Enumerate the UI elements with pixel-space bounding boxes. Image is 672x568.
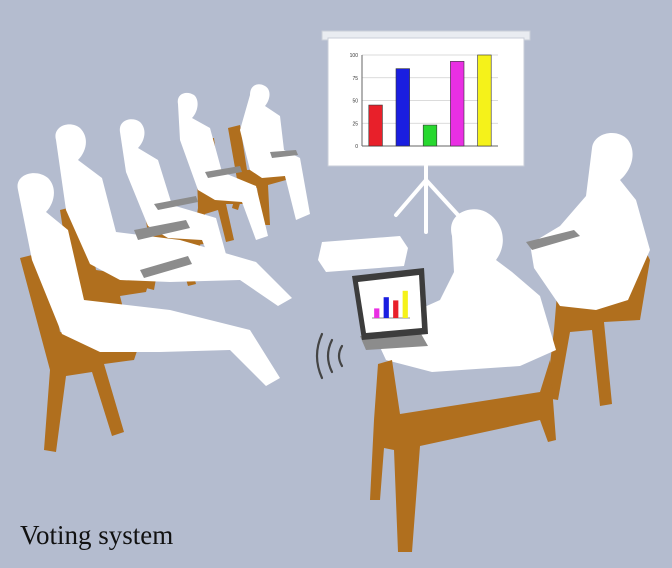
projector-body — [318, 236, 408, 272]
silhouette — [177, 92, 268, 240]
person-front-right — [352, 209, 556, 552]
laptop-screen — [358, 275, 422, 333]
person-back-3 — [177, 92, 268, 246]
laptop-bar — [393, 300, 399, 318]
handheld-keypad — [140, 256, 192, 278]
handheld-keypad — [205, 166, 242, 178]
projector-chart: 0 25 50 75 100 — [350, 53, 498, 150]
chair — [228, 125, 286, 225]
tripod-stand — [394, 164, 460, 234]
silhouette — [55, 124, 292, 306]
laptop-bar — [402, 290, 408, 318]
projection-screen: 0 25 50 75 100 — [321, 30, 531, 234]
handheld-keypad — [134, 220, 190, 240]
laptop-chart — [372, 290, 410, 319]
y-tick-label: 75 — [352, 76, 358, 82]
caption: Voting system — [20, 520, 174, 550]
y-tick-label: 50 — [352, 99, 358, 105]
y-tick-label: 25 — [352, 121, 358, 127]
bar-5 — [477, 54, 492, 147]
laptop-bar — [374, 308, 380, 318]
y-tick-label: 0 — [355, 144, 358, 150]
person-right — [526, 133, 650, 406]
y-tick-label: 100 — [350, 53, 359, 59]
silhouette — [530, 133, 650, 310]
laptop — [526, 230, 580, 250]
bar-3 — [422, 124, 438, 147]
projector — [318, 236, 408, 272]
silhouette — [119, 119, 232, 281]
handheld-keypad — [270, 150, 298, 158]
chair — [370, 360, 556, 552]
laptop-bar — [383, 297, 389, 318]
person-front-left — [17, 173, 281, 452]
signal-waves-icon — [315, 332, 344, 380]
silhouette — [17, 173, 281, 386]
bar-2 — [395, 68, 410, 147]
handheld-keypad — [154, 196, 198, 210]
bar-1 — [368, 104, 383, 147]
person-back-4 — [228, 84, 310, 225]
bar-4 — [450, 61, 465, 147]
